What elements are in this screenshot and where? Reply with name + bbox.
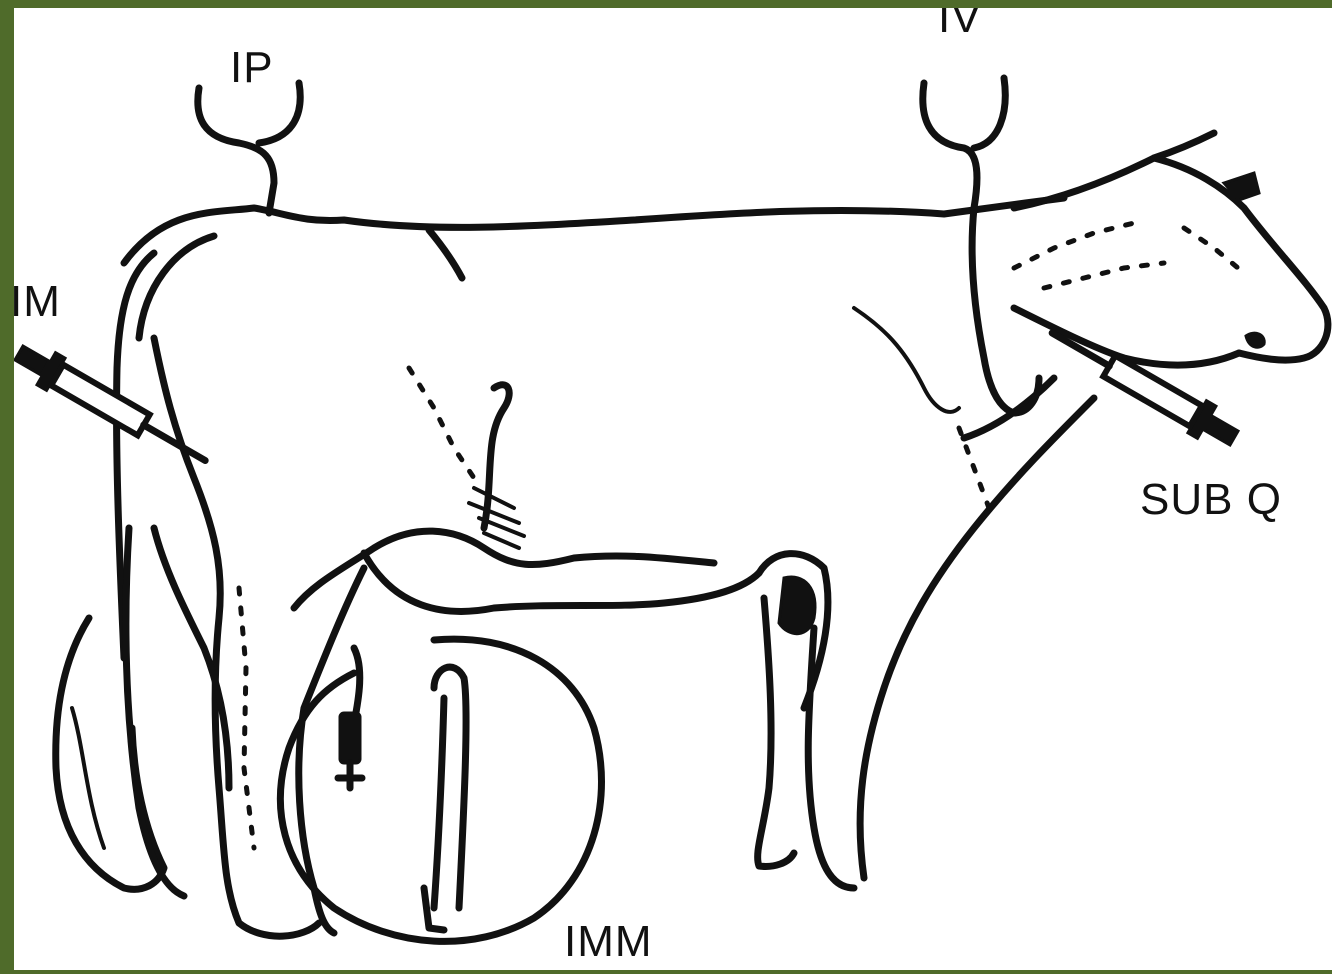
flank-hatching [469, 488, 524, 548]
flank-fold [484, 385, 509, 528]
teat-cannula-icon [338, 713, 362, 788]
elbow-patch [779, 577, 815, 634]
label-imm: IMM [564, 920, 653, 964]
cow-injection-sites-diagram [14, 8, 1332, 970]
label-ip: IP [230, 46, 274, 90]
hind-leg-dots [239, 588, 254, 848]
imm-cannula-icon [424, 667, 466, 930]
head-dots [1014, 223, 1244, 288]
cow-tail-inner [139, 236, 214, 338]
imm-inset-circle [280, 639, 601, 941]
tail-switch-hair [72, 708, 104, 848]
cow-back-outline [124, 198, 1064, 263]
label-subq: SUB Q [1140, 478, 1282, 522]
rump-outline [154, 338, 319, 936]
cow-tail [117, 253, 154, 658]
shoulder-shading [854, 308, 959, 412]
diagram-frame: IP IV IM SUB Q IMM [14, 8, 1332, 970]
label-iv: IV [938, 8, 982, 40]
flank-dots [409, 368, 474, 478]
iv-needle-icon [923, 78, 1039, 413]
label-im: IM [14, 280, 61, 324]
hip-crease [429, 230, 462, 278]
jaw-line [1014, 308, 1239, 365]
front-leg-back [758, 598, 794, 866]
ip-needle-icon [198, 83, 300, 213]
nostril [1246, 333, 1264, 347]
